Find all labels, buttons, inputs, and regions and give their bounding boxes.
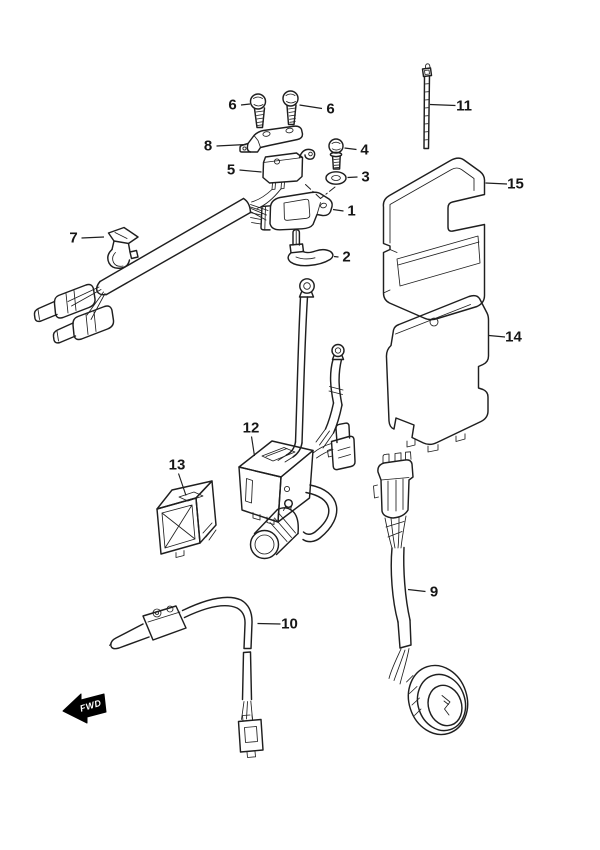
- ring-terminal-wire-long: [277, 278, 315, 463]
- cable-tie: [421, 63, 433, 150]
- cap-connector: [249, 484, 338, 560]
- assembly-centerline: [305, 184, 336, 199]
- callout-label-14: 14: [505, 328, 522, 346]
- angle-terminal: [287, 229, 334, 267]
- sensor-connector: [249, 191, 333, 231]
- callout-label-9: 9: [429, 583, 439, 601]
- callout-label-6-left: 6: [228, 96, 237, 114]
- fwd-direction-marker: FWD: [62, 693, 107, 724]
- callout-label-2: 2: [342, 248, 351, 266]
- micro-switch: [251, 148, 316, 209]
- callout-label-11: 11: [456, 97, 472, 114]
- fwd-arrow-shape: [62, 693, 107, 724]
- callout-label-7: 7: [69, 229, 78, 247]
- mount-bracket: [239, 125, 304, 153]
- ring-terminal-wire-short: [315, 343, 345, 449]
- square-connector: [312, 422, 356, 471]
- callout-label-3: 3: [361, 168, 370, 186]
- callout-label-12: 12: [242, 419, 260, 436]
- main-wire-harness: [33, 197, 269, 344]
- callout-label-10: 10: [281, 615, 298, 633]
- pan-screw-left: [249, 93, 267, 129]
- lever-switch-assembly: [109, 596, 264, 758]
- relay-box: [156, 480, 217, 558]
- callout-label-4: 4: [360, 141, 369, 158]
- callout-label-8: 8: [203, 137, 213, 155]
- callout-label-13: 13: [168, 456, 186, 473]
- pan-screw-right: [282, 90, 299, 126]
- callout-leader-lines: [81, 103, 508, 625]
- callout-label-5: 5: [226, 161, 236, 179]
- ecm-cover: [382, 157, 486, 321]
- bolt: [328, 138, 344, 170]
- line-art-layer: [33, 63, 490, 758]
- washer: [325, 171, 347, 185]
- callout-label-15: 15: [507, 175, 524, 193]
- trim-sender-assembly: [373, 451, 469, 736]
- callout-label-6-right: 6: [326, 100, 335, 117]
- ecm-module: [385, 294, 490, 453]
- callout-label-1: 1: [347, 202, 356, 220]
